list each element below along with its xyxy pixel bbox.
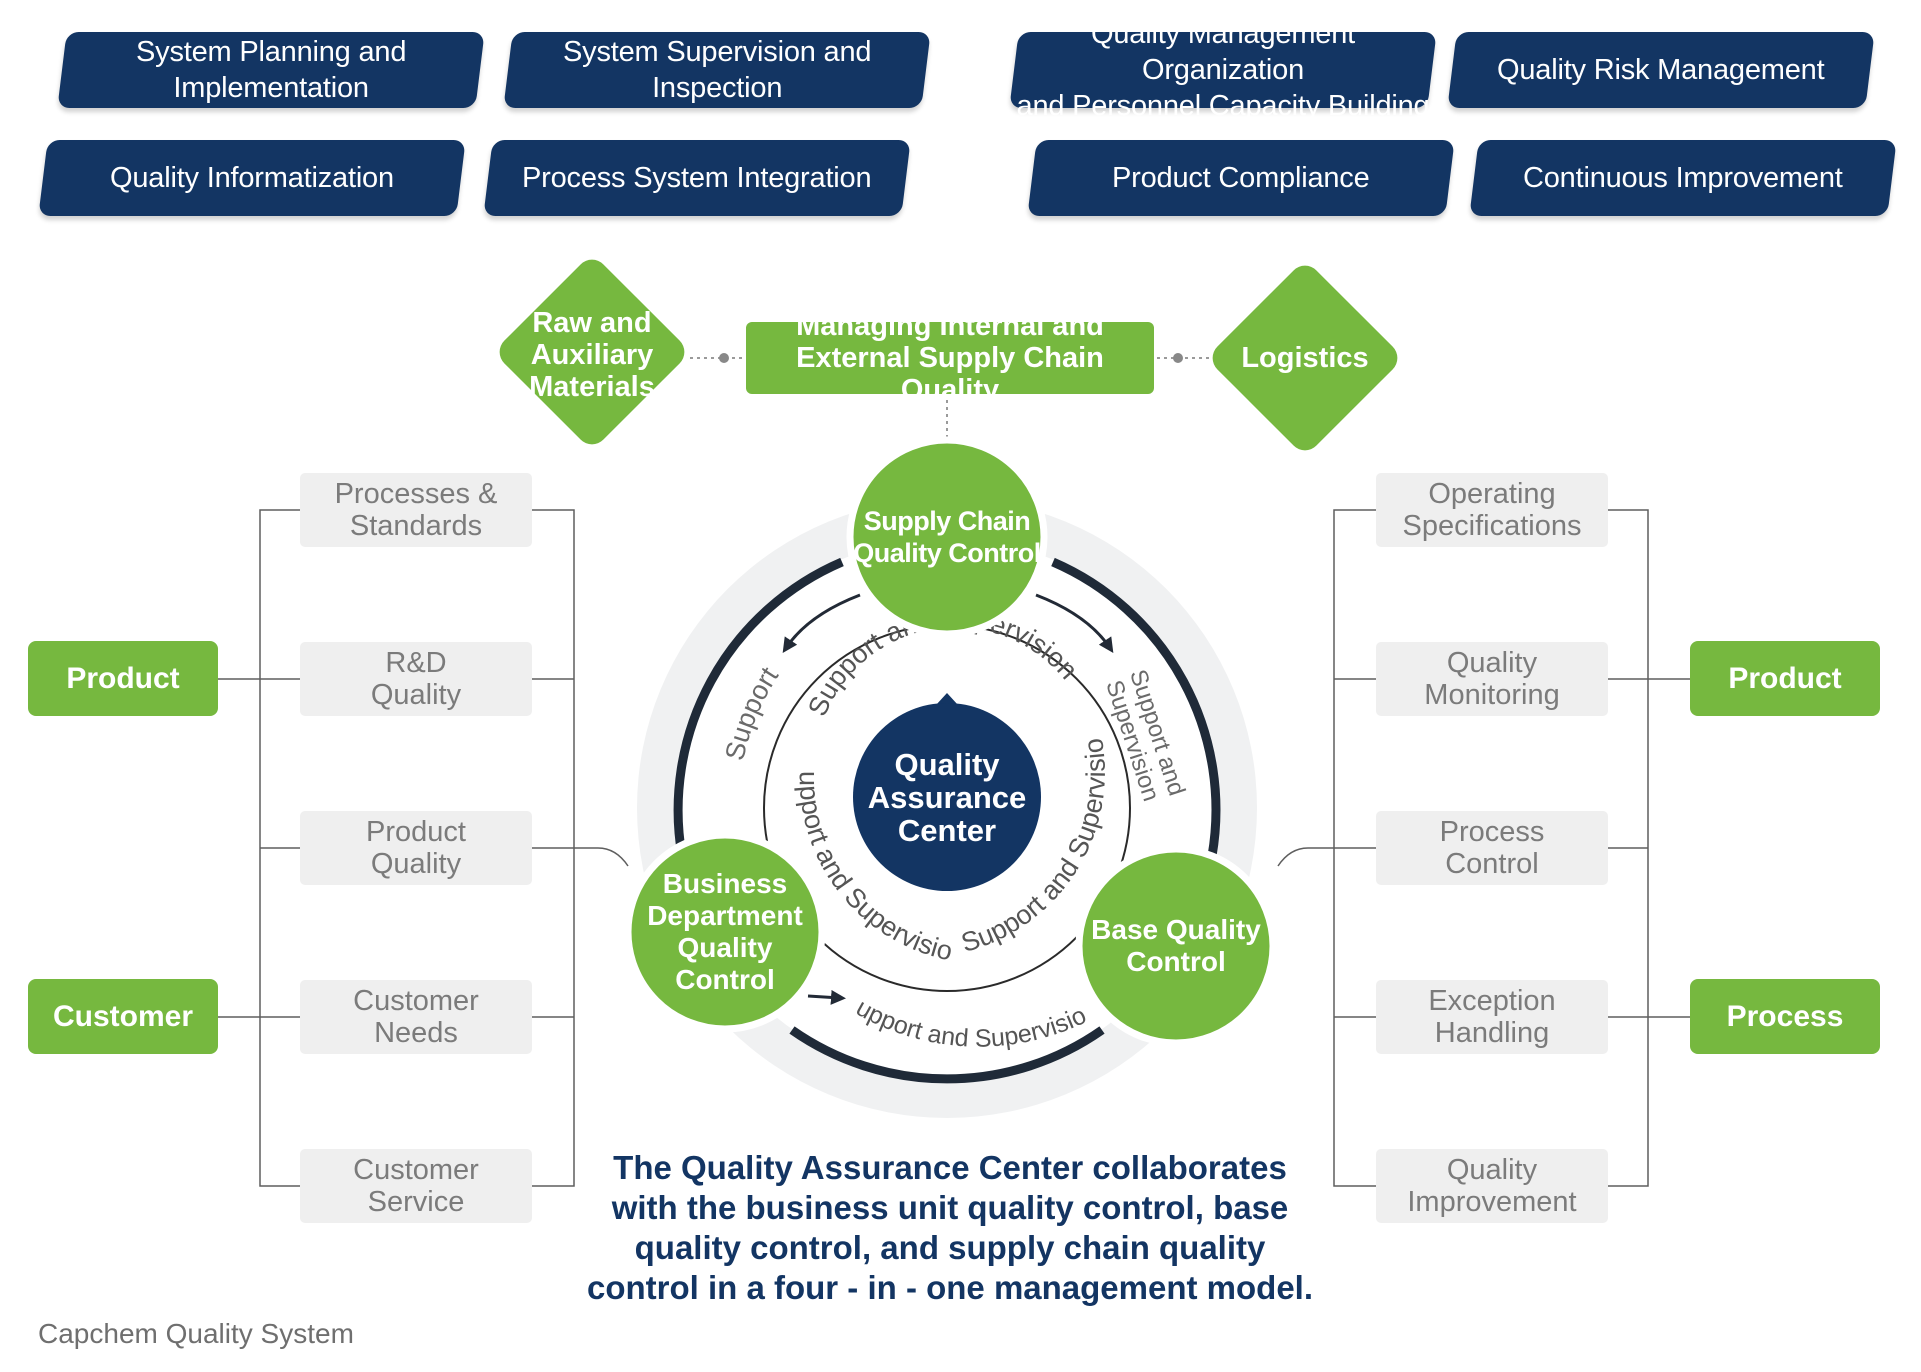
left-item-product-quality: Product Quality [300, 811, 532, 885]
arc-left [673, 557, 844, 857]
left-group-customer: Customer [28, 979, 218, 1054]
footer-label: Capchem Quality System [38, 1318, 354, 1349]
diagram-caption: The Quality Assurance Center collaborate… [586, 1149, 1314, 1306]
right-group-product: Product [1690, 641, 1880, 716]
arc-right [1051, 557, 1221, 857]
left-item-customer-service: Customer Service [300, 1149, 532, 1223]
center-node-label: Quality Assurance Center [867, 746, 1027, 848]
business-dept-node-label: Business Department Quality Control [647, 868, 803, 995]
logistics-label: Logistics [1241, 341, 1369, 374]
left-item-customer-needs: Customer Needs [300, 980, 532, 1054]
right-item-quality-monitoring: Quality Monitoring [1376, 642, 1608, 716]
right-item-exception-handling: Exception Handling [1376, 980, 1608, 1054]
right-item-process-control: Process Control [1376, 811, 1608, 885]
right-item-operating-specifications: Operating Specifications [1376, 473, 1608, 547]
diamond-raw-materials [499, 259, 685, 445]
node-business-dept [624, 831, 826, 1033]
raw-materials-label: Raw and Auxiliary Materials [529, 307, 655, 403]
center-notch [936, 693, 958, 705]
supply-chain-box-label: Managing Internal and External Supply Ch… [796, 310, 1104, 406]
base-quality-node-label: Base Quality Control [1091, 914, 1261, 977]
left-tree [218, 509, 629, 1187]
connector-dot-right [1173, 353, 1183, 363]
connector-dot-left [719, 353, 729, 363]
right-tree [1277, 509, 1690, 1187]
left-item-rd-quality: R&D Quality [300, 642, 532, 716]
right-group-process: Process [1690, 979, 1880, 1054]
left-item-processes-standards: Processes & Standards [300, 473, 532, 547]
supply-chain-box [746, 322, 1154, 394]
node-supply-chain [846, 436, 1048, 638]
arrow-bottom [807, 989, 846, 1005]
arrow-left [782, 593, 861, 653]
arrow-right [1035, 593, 1114, 653]
right-item-quality-improvement: Quality Improvement [1376, 1149, 1608, 1223]
diamond-logistics [1212, 265, 1398, 451]
center-node [853, 703, 1041, 891]
node-base-quality [1075, 845, 1277, 1047]
arc-bottom [789, 1026, 1105, 1084]
left-group-product: Product [28, 641, 218, 716]
supply-chain-node-label: Supply Chain Quality Control [853, 506, 1041, 568]
